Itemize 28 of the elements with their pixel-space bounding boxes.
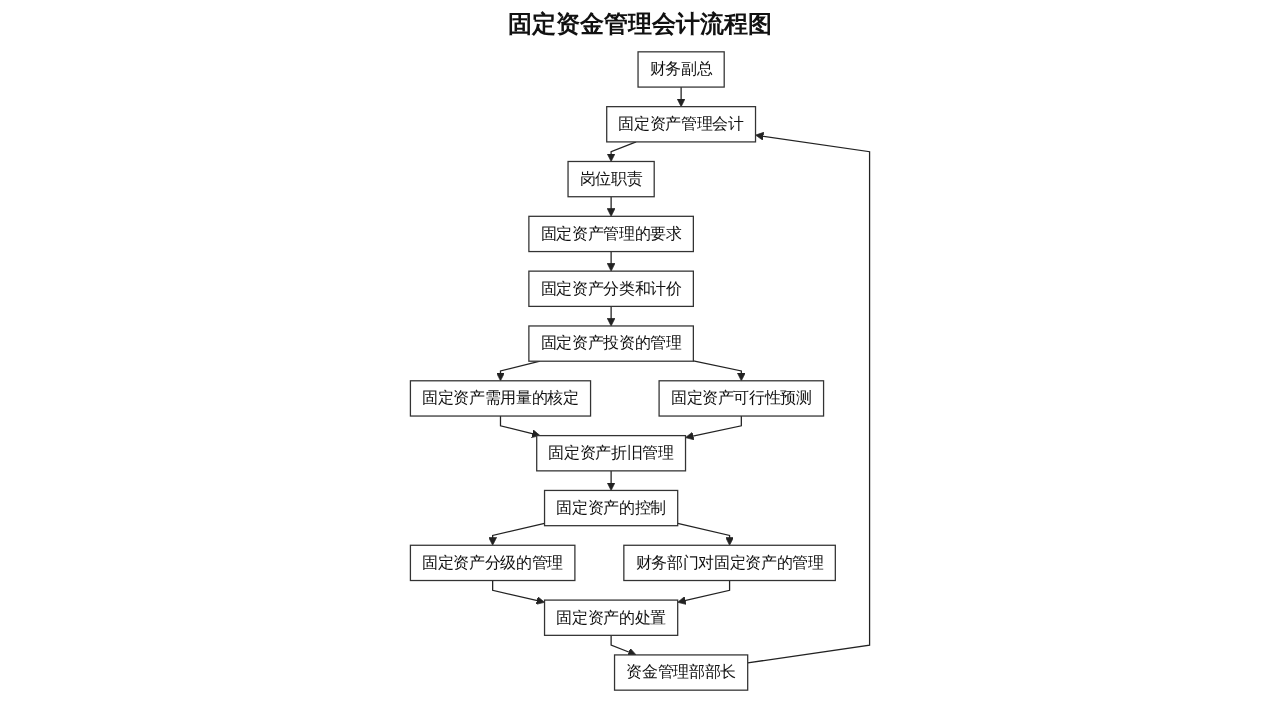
node-box: 固定资产管理会计 — [606, 106, 757, 143]
node-box: 财务部门对固定资产的管理 — [623, 544, 836, 582]
node-box: 固定资产需用量的核定 — [409, 380, 592, 417]
node-box: 财务副总 — [637, 51, 725, 88]
arrow — [676, 86, 686, 108]
arrow — [677, 579, 731, 605]
node-box: 固定资产分类和计价 — [528, 270, 694, 307]
arrow — [685, 415, 742, 441]
arrow — [677, 522, 734, 546]
node-box: 固定资产分级的管理 — [409, 544, 576, 582]
arrow — [606, 141, 637, 162]
node-box: 固定资产管理的要求 — [528, 215, 694, 253]
arrow — [606, 250, 616, 272]
node-box: 资金管理部部长 — [613, 654, 749, 691]
arrow — [606, 196, 616, 217]
arrow — [492, 579, 545, 605]
node-box: 固定资产的控制 — [543, 489, 679, 527]
arrow — [499, 415, 541, 438]
node-box: 固定资产投资的管理 — [528, 325, 694, 362]
arrow — [606, 305, 616, 327]
arrow — [692, 360, 746, 382]
arrow — [606, 470, 616, 491]
node-box: 固定资产可行性预测 — [658, 380, 825, 417]
diagram-title: 固定资金管理会计流程图 — [508, 8, 772, 40]
node-box: 固定资产折旧管理 — [536, 435, 687, 472]
arrow — [747, 131, 871, 664]
node-box: 固定资产的处置 — [543, 599, 679, 636]
node-box: 岗位职责 — [567, 160, 655, 198]
